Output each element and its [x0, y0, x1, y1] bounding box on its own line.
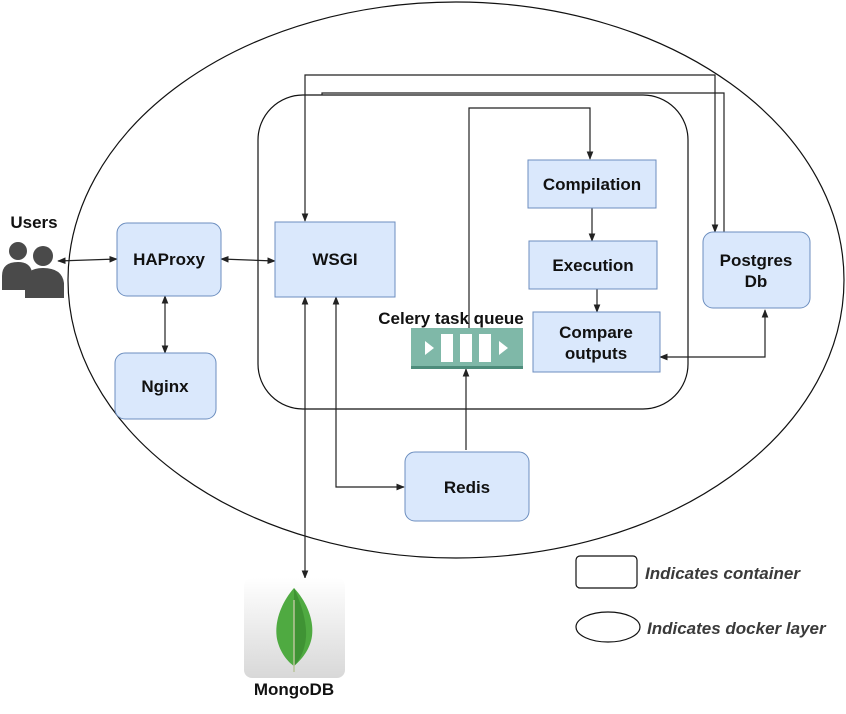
execution-label: Execution — [552, 256, 633, 275]
compare-outputs-node — [532, 311, 661, 373]
celery-queue-label: Celery task queue — [378, 309, 524, 328]
edge-queue-compilation — [468, 107, 594, 328]
compilation-node — [527, 159, 657, 209]
queue-icon — [411, 328, 523, 369]
legend-container-label: Indicates container — [645, 564, 801, 583]
nginx-label: Nginx — [141, 377, 189, 396]
edge-top-loop-wsgi-postgres — [301, 74, 719, 233]
mongodb-leaf-icon — [276, 588, 313, 672]
legend-docker-layer-swatch — [575, 611, 641, 643]
compare-outputs-label-line2: outputs — [565, 344, 627, 363]
compare-outputs-label-line1: Compare — [559, 323, 633, 342]
compilation-label: Compilation — [543, 175, 641, 194]
legend-container-swatch — [575, 555, 638, 589]
app-container — [257, 94, 689, 410]
edge-top-line-to-postgres — [321, 92, 725, 232]
edge-users-haproxy — [57, 255, 118, 265]
haproxy-node — [116, 222, 222, 297]
mongodb-label: MongoDB — [254, 680, 334, 699]
edge-compare-postgres — [659, 309, 769, 361]
postgres-label-line2: Db — [745, 272, 768, 291]
docker-layer-ellipse — [67, 1, 845, 559]
postgres-label-line1: Postgres — [720, 251, 793, 270]
execution-node — [528, 240, 658, 290]
wsgi-node — [274, 221, 396, 298]
redis-node — [404, 451, 530, 522]
connections — [57, 74, 769, 579]
nginx-node — [114, 352, 217, 420]
users-label: Users — [10, 213, 57, 232]
edge-wsgi-redis — [332, 296, 405, 491]
users-icon — [2, 242, 64, 298]
postgres-node — [702, 231, 811, 309]
wsgi-label: WSGI — [312, 250, 357, 269]
redis-label: Redis — [444, 478, 490, 497]
legend-docker-layer-label: Indicates docker layer — [647, 619, 827, 638]
edge-haproxy-wsgi — [220, 255, 276, 265]
haproxy-label: HAProxy — [133, 250, 205, 269]
